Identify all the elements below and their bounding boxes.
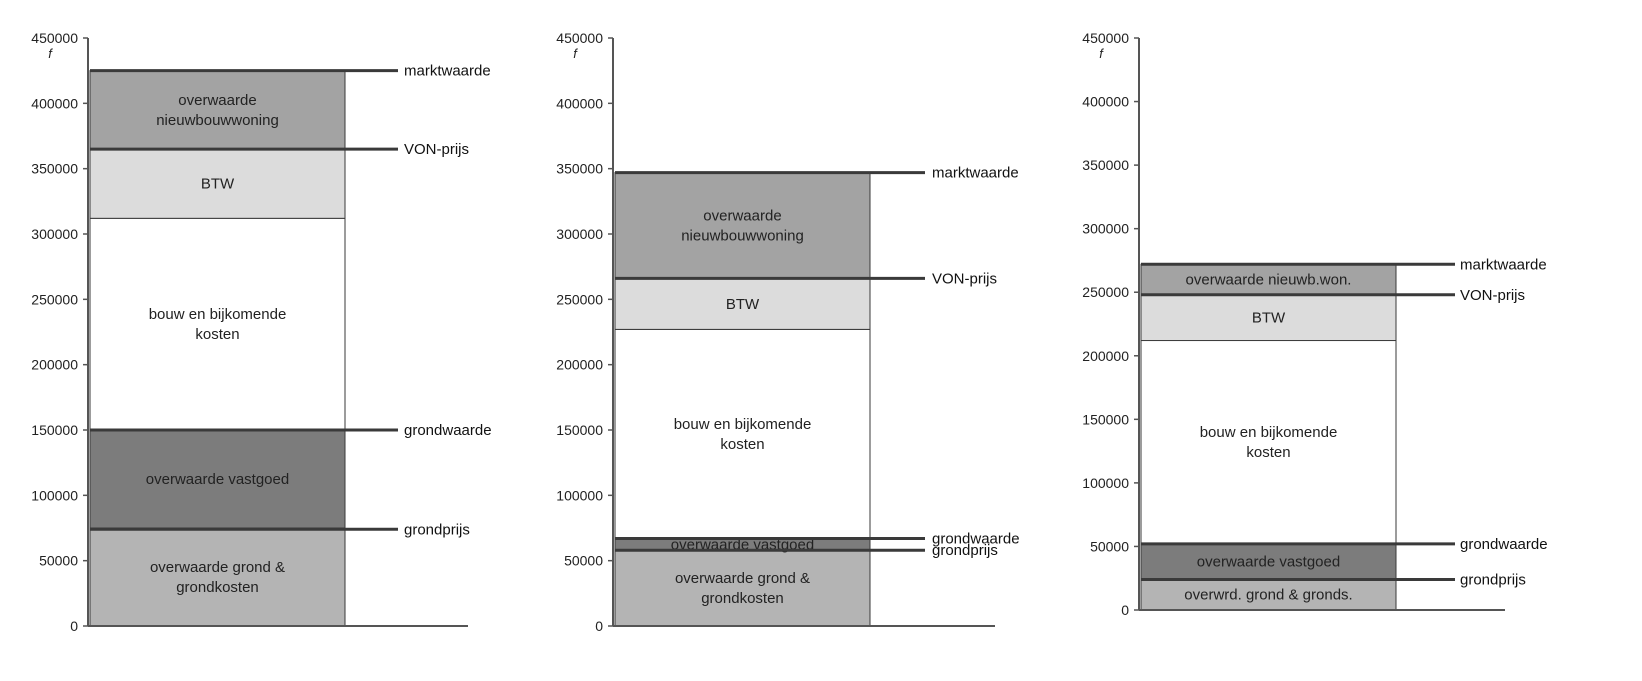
- chart-panel-2: overwaarde grond &grondkostenoverwaarde …: [556, 30, 1019, 634]
- reference-label: VON-prijs: [404, 141, 469, 158]
- y-tick-label: 350000: [1082, 157, 1129, 173]
- y-tick-label: 400000: [556, 95, 603, 111]
- reference-label: marktwaarde: [1460, 256, 1547, 273]
- y-tick-label: 250000: [556, 291, 603, 307]
- y-tick-label: 100000: [556, 487, 603, 503]
- bar-segment: [89, 527, 346, 627]
- y-tick-label: 450000: [1082, 30, 1129, 46]
- y-tick-label: 250000: [1082, 284, 1129, 300]
- reference-label: grondprijs: [404, 521, 470, 538]
- bar-segment: [614, 277, 871, 330]
- y-tick-label: 300000: [556, 226, 603, 242]
- y-tick-label: 300000: [1082, 221, 1129, 237]
- segment-label: overwrd. grond & gronds.: [1184, 587, 1352, 604]
- segment-label: kosten: [195, 326, 239, 343]
- y-tick-label: 150000: [1082, 411, 1129, 427]
- bar-segment: [89, 217, 346, 431]
- bar-segment: [1140, 578, 1397, 611]
- y-tick-label: 100000: [31, 487, 78, 503]
- segment-label: BTW: [726, 296, 760, 313]
- segment-label: nieuwbouwwoning: [681, 228, 804, 245]
- y-tick-label: 450000: [31, 30, 78, 46]
- segment-label: overwaarde grond &: [675, 570, 810, 587]
- unit-label: f: [573, 46, 578, 61]
- unit-label: f: [1099, 46, 1104, 61]
- bar-segment: [89, 429, 346, 529]
- y-tick-label: 450000: [556, 30, 603, 46]
- y-tick-label: 50000: [1090, 538, 1129, 554]
- bar-segment: [89, 148, 346, 219]
- segment-label: overwaarde vastgoed: [146, 471, 289, 488]
- segment-label: grondkosten: [701, 590, 784, 607]
- segment-label: bouw en bijkomende: [149, 306, 287, 323]
- y-tick-label: 50000: [39, 553, 78, 569]
- segment-label: BTW: [201, 176, 235, 193]
- reference-label: grondprijs: [1460, 571, 1526, 588]
- y-tick-label: 0: [70, 618, 78, 634]
- segment-label: grondkosten: [176, 579, 259, 596]
- segment-label: kosten: [720, 436, 764, 453]
- y-tick-label: 100000: [1082, 475, 1129, 491]
- y-tick-label: 200000: [1082, 348, 1129, 364]
- segment-label: bouw en bijkomende: [1200, 424, 1338, 441]
- segment-label: kosten: [1246, 444, 1290, 461]
- y-tick-label: 200000: [556, 357, 603, 373]
- reference-label: VON-prijs: [1460, 287, 1525, 304]
- y-tick-label: 150000: [31, 422, 78, 438]
- reference-label: VON-prijs: [932, 270, 997, 287]
- segment-label: overwaarde: [178, 92, 256, 109]
- y-tick-label: 350000: [556, 161, 603, 177]
- reference-label: grondwaarde: [1460, 536, 1548, 553]
- y-tick-label: 50000: [564, 553, 603, 569]
- segment-label: bouw en bijkomende: [674, 416, 812, 433]
- y-tick-label: 350000: [31, 161, 78, 177]
- bar-segment: [614, 549, 871, 627]
- bar-segment: [1140, 263, 1397, 296]
- bar-segment: [1140, 340, 1397, 545]
- y-tick-label: 150000: [556, 422, 603, 438]
- unit-label: f: [48, 46, 53, 61]
- y-tick-label: 400000: [1082, 94, 1129, 110]
- segment-label: overwaarde nieuwb.won.: [1186, 272, 1352, 289]
- segment-label: BTW: [1252, 310, 1286, 327]
- y-tick-label: 250000: [31, 291, 78, 307]
- y-tick-label: 0: [1121, 602, 1129, 618]
- reference-label: grondprijs: [932, 542, 998, 559]
- y-tick-label: 300000: [31, 226, 78, 242]
- bar-segment: [614, 328, 871, 539]
- y-tick-label: 400000: [31, 95, 78, 111]
- reference-label: marktwaarde: [932, 165, 1019, 182]
- bar-segment: [1140, 543, 1397, 580]
- segment-label: nieuwbouwwoning: [156, 112, 279, 129]
- segment-label: overwaarde: [703, 208, 781, 225]
- bar-segment: [1140, 294, 1397, 342]
- reference-label: marktwaarde: [404, 63, 491, 80]
- reference-label: grondwaarde: [932, 530, 1020, 547]
- chart-panel-3: overwrd. grond & gronds. overwaarde vastg…: [1082, 30, 1547, 618]
- segment-label: overwaarde vastgoed: [1197, 554, 1340, 571]
- chart-panel-1: overwaarde grond & grondkosten overwaarde …: [31, 30, 491, 634]
- bar-segment: [89, 70, 346, 150]
- y-tick-label: 0: [595, 618, 603, 634]
- y-tick-label: 200000: [31, 357, 78, 373]
- segment-label: overwaarde grond &: [150, 559, 285, 576]
- reference-label: grondwaarde: [404, 422, 492, 439]
- bar-segment: [614, 172, 871, 279]
